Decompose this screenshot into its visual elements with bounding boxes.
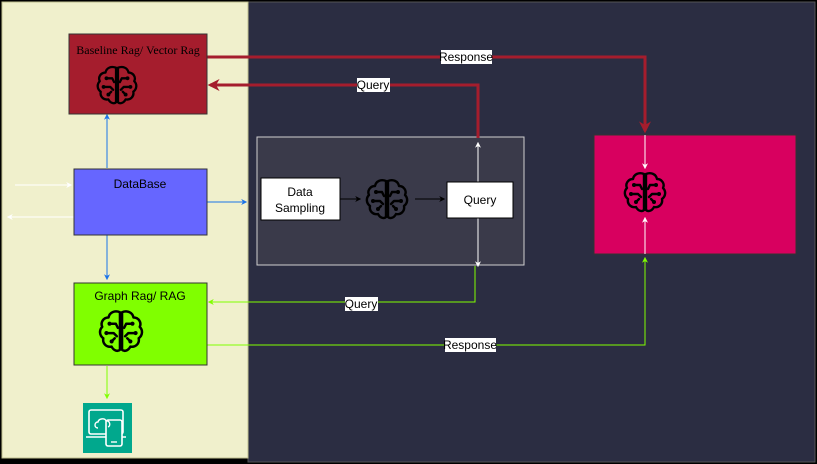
- svg-text:Response: Response: [443, 338, 497, 352]
- edge-response-top: [207, 55, 651, 134]
- edge-query-top: [207, 79, 480, 138]
- edge-response-bottom: [207, 256, 648, 346]
- graph-rag-label: Graph Rag/ RAG: [94, 289, 185, 303]
- svg-text:Query: Query: [357, 78, 390, 92]
- database-label: DataBase: [114, 177, 167, 191]
- baseline-rag-node[interactable]: [68, 33, 208, 115]
- cloud-device-icon: [83, 403, 132, 453]
- baseline-rag-label: Baseline Rag/ Vector Rag: [76, 43, 199, 57]
- edge-label-response-bottom: Response: [443, 338, 497, 352]
- edge-label-response-top: Response: [439, 50, 493, 64]
- brain-circuit-icon: [623, 172, 667, 213]
- svg-text:Query: Query: [345, 297, 378, 311]
- database-node[interactable]: [73, 168, 208, 236]
- output-panel: [593, 134, 797, 255]
- query-node[interactable]: [446, 181, 514, 219]
- edge-label-query-top: Query: [357, 78, 390, 92]
- brain-circuit-icon: [365, 178, 409, 220]
- data-sampling-node[interactable]: [260, 177, 341, 221]
- brain-circuit-icon: [96, 65, 138, 105]
- svg-text:Response: Response: [439, 50, 493, 64]
- query-node-label: Query: [464, 193, 497, 207]
- data-sampling-label-line2: Sampling: [275, 201, 325, 215]
- edge-query-bottom: [207, 266, 476, 305]
- edge-label-query-bottom: Query: [345, 297, 378, 311]
- data-sampling-label-line1: Data: [287, 185, 313, 199]
- brain-circuit-icon: [98, 310, 144, 353]
